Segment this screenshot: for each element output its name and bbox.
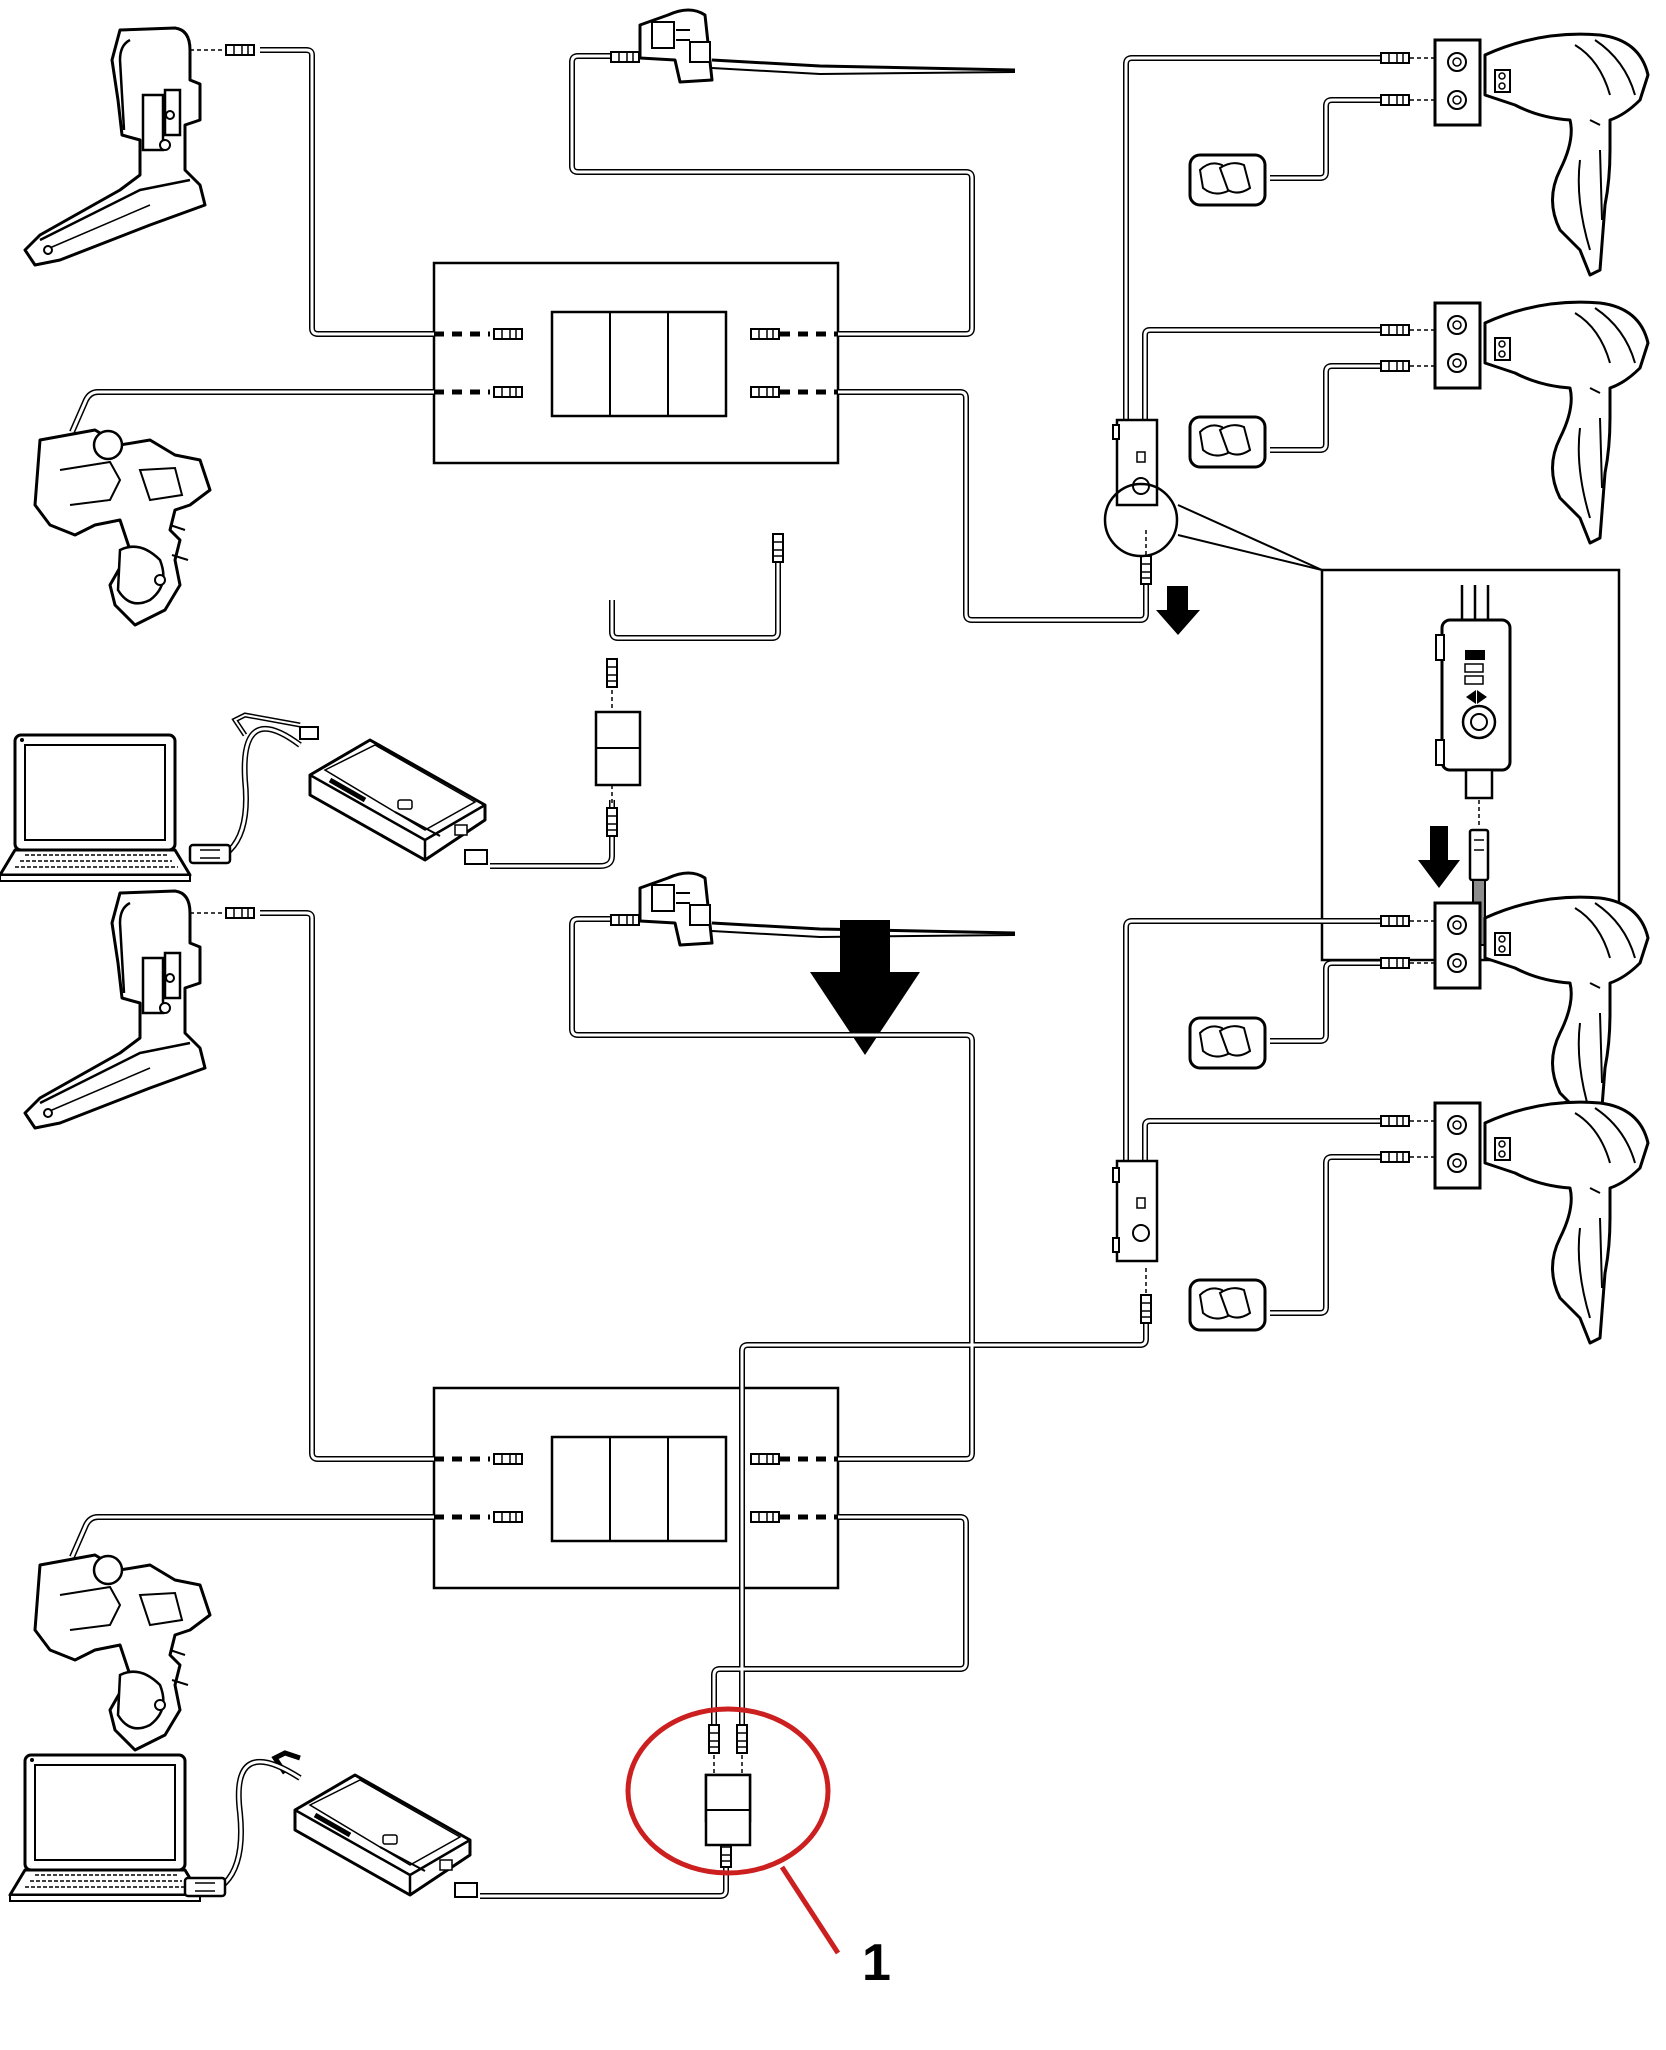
hydraulic-brake-caliper-icon — [638, 8, 714, 84]
usb-plug-icon — [183, 1876, 227, 1898]
callout-number: 1 — [862, 1934, 891, 1992]
callout-1: 1 — [625, 1706, 891, 1992]
junction-b-icon — [1103, 418, 1179, 558]
junction-b-icon — [1112, 1159, 1159, 1263]
lever-box-icon — [1433, 301, 1482, 390]
junction-detail-icon — [1435, 585, 1512, 946]
rear-derailleur-icon — [33, 1553, 212, 1752]
down-arrow-icon — [810, 920, 920, 1055]
highlight-ellipse — [625, 1706, 831, 1876]
pc-interface-device-icon — [310, 740, 485, 860]
down-arrow-icon — [1156, 586, 1200, 635]
shift-lever-icon — [1483, 32, 1650, 277]
lever-box-icon — [1433, 38, 1482, 127]
junction-a-icon — [550, 1435, 728, 1543]
front-derailleur-icon — [23, 26, 207, 267]
satellite-switch-icon — [1188, 415, 1267, 469]
lever-box-icon — [1433, 1101, 1482, 1190]
usb-plug-icon — [188, 843, 232, 865]
rear-derailleur-icon — [33, 428, 212, 627]
laptop-icon — [8, 1753, 202, 1903]
hydraulic-brake-caliper-icon — [638, 871, 714, 947]
satellite-switch-icon — [1188, 153, 1267, 207]
junction-frame-bottom — [432, 1386, 840, 1590]
down-arrow-icon — [1418, 826, 1460, 888]
laptop-icon — [0, 733, 192, 883]
top-diagram — [0, 8, 1650, 962]
junction-a-icon — [550, 310, 728, 418]
shift-lever-icon — [1483, 300, 1650, 545]
pc-interface-device-icon — [295, 1775, 470, 1895]
junction-frame-top — [432, 261, 840, 465]
shift-lever-icon — [1483, 1100, 1650, 1345]
satellite-switch-icon — [1188, 1278, 1267, 1332]
front-derailleur-icon — [23, 889, 207, 1130]
satellite-switch-icon — [1188, 1016, 1267, 1070]
lever-box-icon — [1433, 901, 1482, 990]
bottom-diagram: 1 — [8, 871, 1650, 1992]
